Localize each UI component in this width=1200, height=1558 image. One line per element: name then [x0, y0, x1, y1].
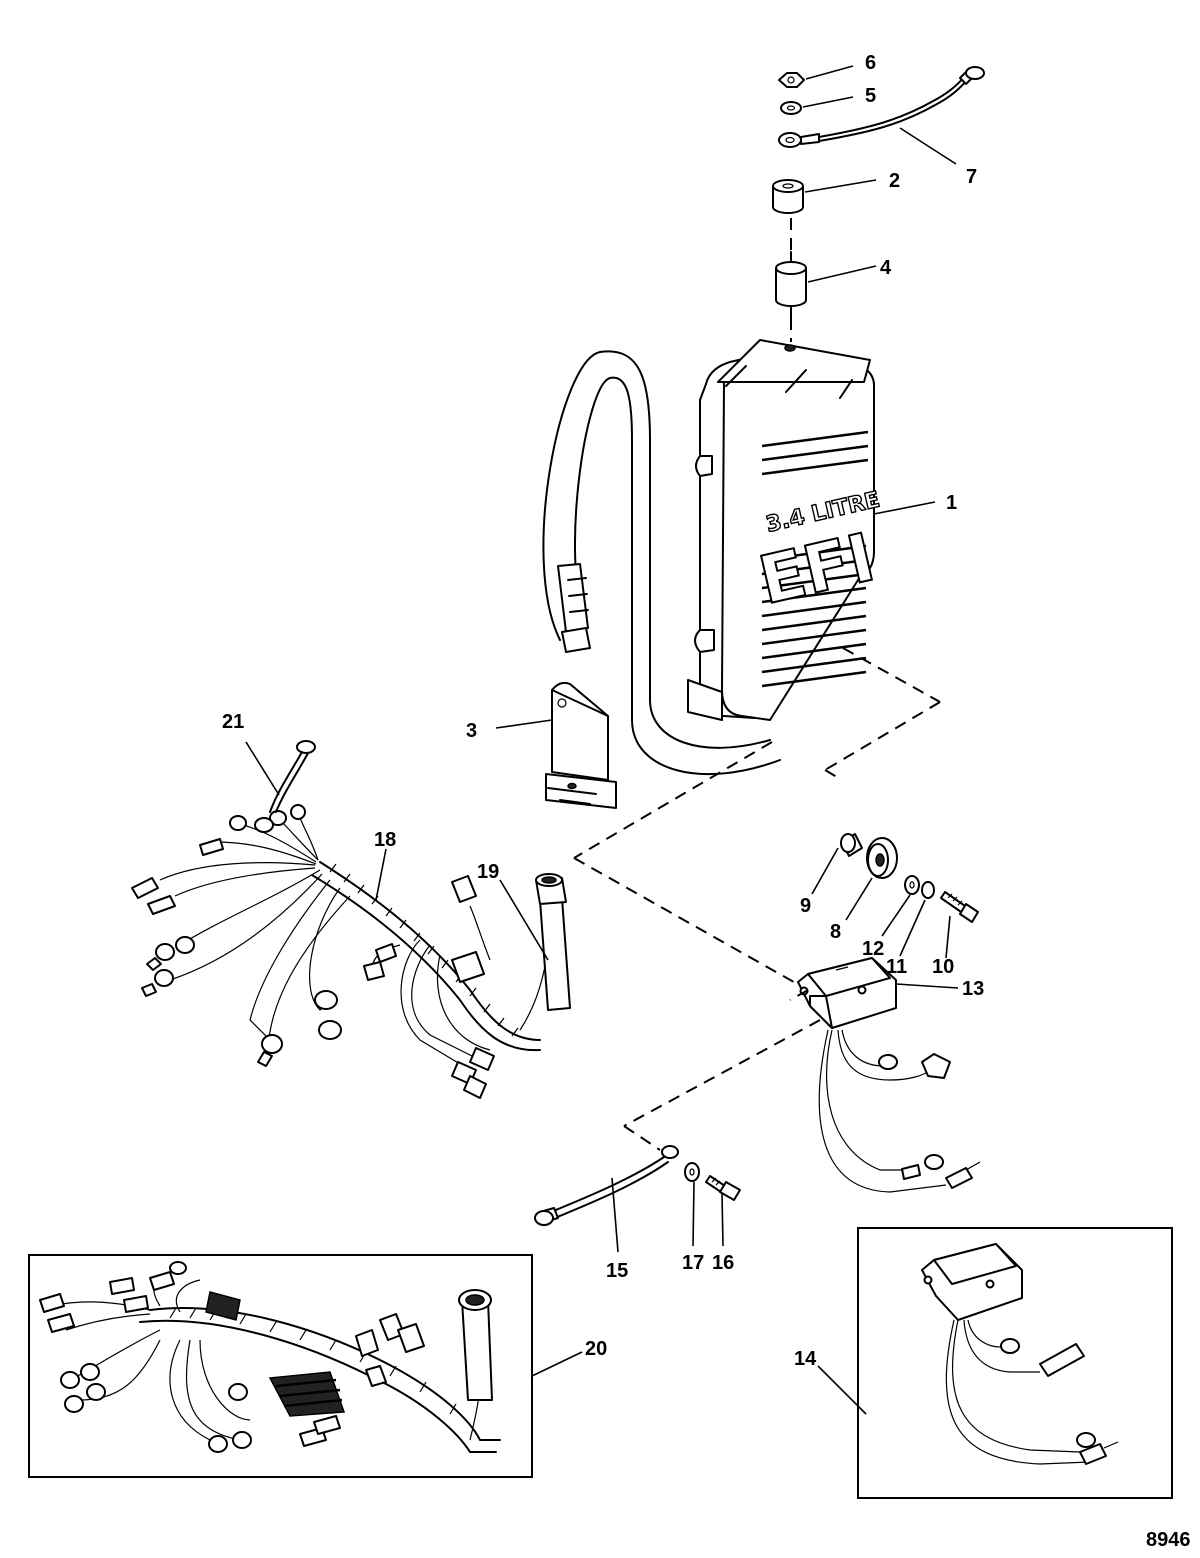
- ground-cable-part-7: [778, 66, 985, 148]
- callout-15: 15: [606, 1260, 628, 1282]
- washer-part-5: [780, 101, 802, 115]
- callout-10: 10: [932, 956, 954, 978]
- bracket-part-3: [545, 681, 617, 809]
- grommet-part-8: [866, 837, 898, 879]
- assembly-line-module-b: [824, 701, 941, 771]
- nut-part-6: [778, 72, 805, 88]
- assembly-line-harness-a: [573, 741, 773, 859]
- leader-lines: [245, 65, 959, 1415]
- assembly-line-15-b: [623, 1125, 661, 1151]
- callout-18: 18: [374, 829, 396, 851]
- washer-part-12: [904, 875, 920, 895]
- ground-wire-part-15: [534, 1145, 679, 1226]
- screw-part-10: [940, 891, 979, 923]
- assembly-line-15-a: [623, 1019, 821, 1127]
- harness-connector-part-19: [519, 873, 571, 1031]
- spacer-part-2: [772, 179, 804, 214]
- callout-14: 14: [794, 1348, 817, 1370]
- callout-7: 7: [966, 166, 977, 188]
- callout-12: 12: [862, 938, 884, 960]
- inset-harness-box: [28, 1254, 533, 1478]
- assembly-line-module: [842, 647, 941, 703]
- module-cooling-fins: [761, 430, 869, 688]
- callout-3: 3: [466, 720, 477, 742]
- lockwasher-part-11: [921, 881, 935, 899]
- assembly-line-harness-b: [573, 857, 809, 991]
- callout-21: 21: [222, 711, 244, 733]
- figure-number: 8946: [1146, 1529, 1191, 1551]
- callout-8: 8: [830, 921, 841, 943]
- inset-module-part-14: [921, 1243, 1119, 1465]
- efi-control-module-part-1: 3.4 LITRE EFI: [542, 339, 883, 776]
- callout-11: 11: [886, 956, 907, 978]
- callout-4: 4: [880, 257, 892, 279]
- callout-1: 1: [946, 492, 957, 514]
- callout-9: 9: [800, 895, 811, 917]
- callout-20: 20: [585, 1338, 607, 1360]
- assembly-line-module-c: [824, 769, 843, 781]
- jumper-wire-part-21: [254, 740, 316, 833]
- inset-module-box: [857, 1227, 1173, 1499]
- callout-17: 17: [682, 1252, 704, 1274]
- screw-part-16: [705, 1175, 741, 1201]
- wiring-harness-part-18: [131, 804, 541, 1099]
- callout-16: 16: [712, 1252, 734, 1274]
- inset-harness-part-20: [39, 1261, 501, 1453]
- washer-part-17: [684, 1162, 700, 1182]
- assembly-line-13: [789, 989, 809, 1001]
- power-module-part-13: [797, 957, 981, 1193]
- callout-2: 2: [889, 170, 900, 192]
- callout-13: 13: [962, 978, 984, 1000]
- callout-19: 19: [477, 861, 499, 883]
- mount-part-4: [775, 251, 807, 319]
- harness-terminals-left: [131, 804, 342, 1067]
- callout-labels: 6 5 7 2 4 1 3 21 18 19 9 8 12 11 10 13 1…: [222, 52, 1191, 1551]
- callout-6: 6: [865, 52, 876, 74]
- sleeve-part-9: [840, 833, 863, 857]
- callout-5: 5: [865, 85, 876, 107]
